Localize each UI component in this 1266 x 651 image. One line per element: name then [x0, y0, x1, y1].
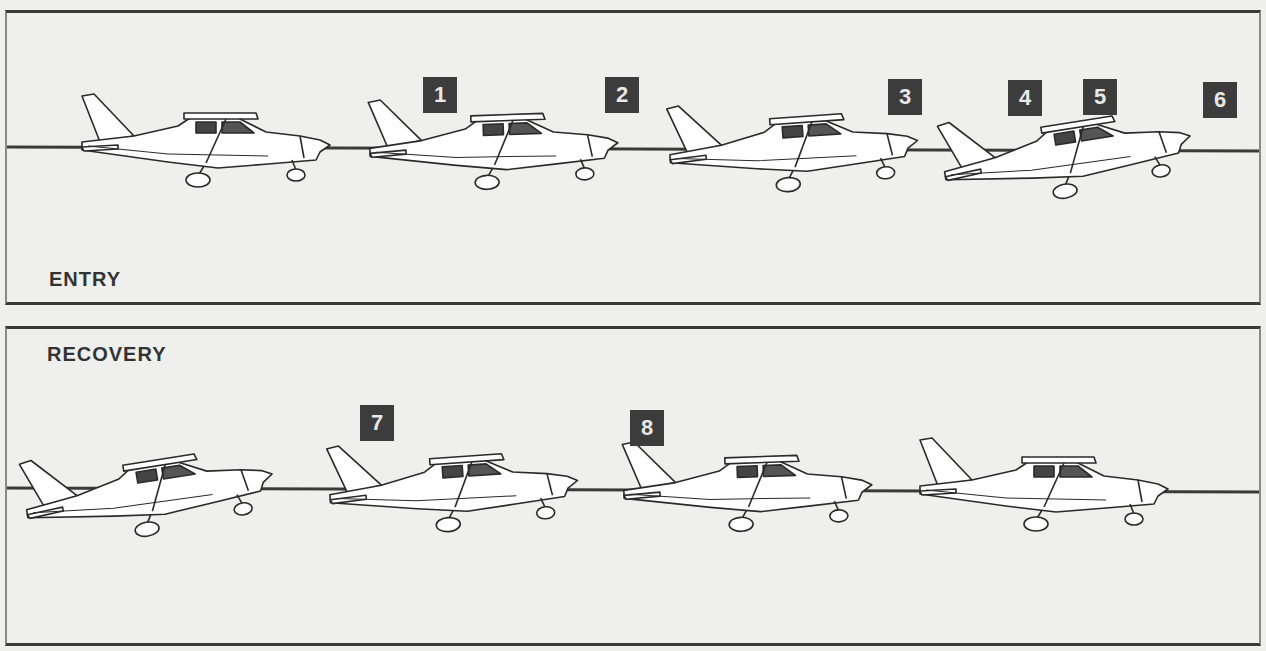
callout-number: 2 — [605, 77, 639, 113]
callout-number: 5 — [1083, 79, 1117, 115]
callout-number: 3 — [888, 79, 922, 115]
airplane-outline — [327, 430, 581, 540]
callout-number: 7 — [360, 405, 394, 441]
callout-number: 4 — [1008, 80, 1042, 116]
panel-band: RECOVERY — [5, 326, 1261, 646]
panel-heading: RECOVERY — [47, 343, 167, 366]
callout-number: 6 — [1203, 82, 1237, 118]
callout-number: 8 — [630, 410, 664, 446]
airplane-outline — [937, 86, 1196, 217]
airplane-outline — [667, 90, 921, 200]
airplane-outline — [622, 434, 873, 536]
airplane-outline — [920, 438, 1168, 531]
airplane-outline — [19, 424, 278, 555]
airplane-outline — [368, 92, 619, 194]
callout-number: 1 — [423, 77, 457, 113]
panel-band: ENTRY — [5, 10, 1261, 305]
panel-heading: ENTRY — [49, 268, 121, 291]
airplane-outline — [82, 94, 330, 187]
